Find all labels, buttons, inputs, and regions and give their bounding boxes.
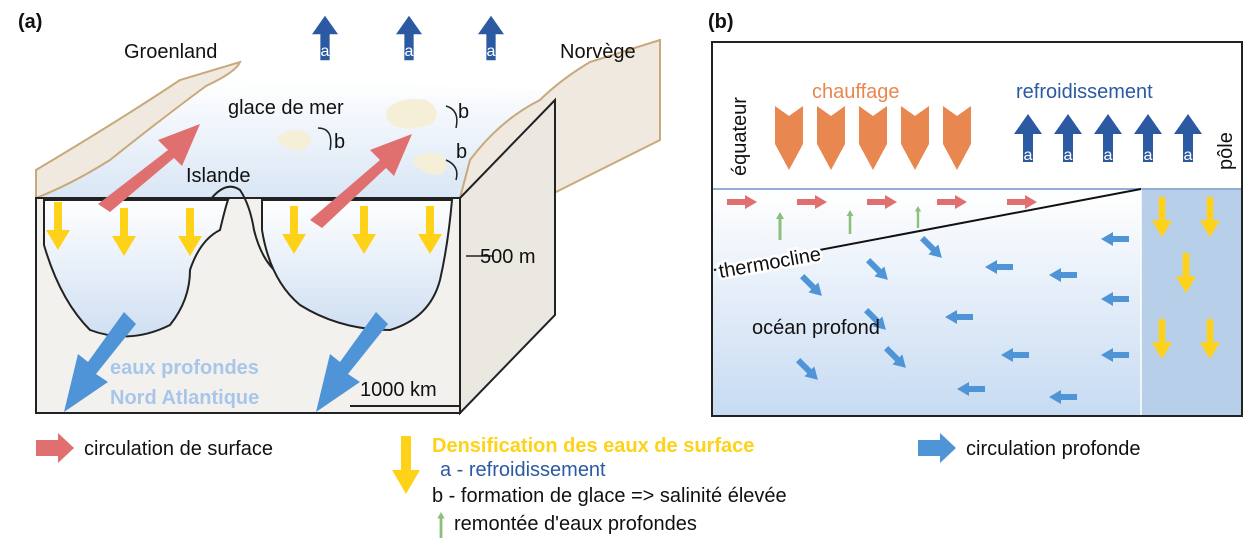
ice-marker-b: b bbox=[458, 101, 469, 123]
panel-b-tag: (b) bbox=[708, 11, 734, 33]
legend-surface-arrow bbox=[36, 433, 74, 463]
legend-deep-arrow bbox=[918, 433, 956, 463]
pole-label: pôle bbox=[1215, 132, 1237, 170]
deep-water-label-1: eaux profondes bbox=[110, 357, 259, 379]
legend: circulation de surface Densification des… bbox=[36, 433, 1141, 538]
norway-basin bbox=[261, 199, 454, 332]
ocean-body bbox=[713, 189, 1141, 415]
surface-arrow-west bbox=[98, 124, 200, 212]
surface-arrow-east bbox=[310, 134, 412, 228]
cooling-marker-a: a bbox=[1024, 147, 1033, 164]
panel-a-tag: (a) bbox=[18, 11, 42, 33]
greenland-label: Groenland bbox=[124, 41, 217, 63]
legend-surface-label: circulation de surface bbox=[84, 438, 273, 460]
cooling-marker-a: a bbox=[1104, 147, 1113, 164]
cooling-marker-a: a bbox=[1184, 147, 1193, 164]
legend-densification-title: Densification des eaux de surface bbox=[432, 435, 754, 457]
legend-item-b: b - formation de glace => salinité élevé… bbox=[432, 485, 787, 507]
deep-arrow-west bbox=[64, 312, 136, 412]
iceland-ridge bbox=[209, 185, 281, 276]
cooling-marker-a: a bbox=[1144, 147, 1153, 164]
legend-upwelling-arrow bbox=[437, 512, 445, 538]
cooling-marker-a: a bbox=[1064, 147, 1073, 164]
legend-densification-arrow bbox=[392, 436, 420, 494]
legend-deep-label: circulation profonde bbox=[966, 438, 1141, 460]
heating-label: chauffage bbox=[812, 81, 900, 103]
ice-floe-1 bbox=[276, 130, 311, 151]
scale-label: 1000 km bbox=[360, 379, 437, 401]
deep-water-label-2: Nord Atlantique bbox=[110, 387, 259, 409]
sea-ice-label: glace de mer bbox=[228, 97, 344, 119]
ice-marker-b: b bbox=[334, 131, 345, 153]
iceland-label: Islande bbox=[186, 165, 251, 187]
deep-arrow-east bbox=[316, 312, 388, 412]
legend-upwelling-label: remontée d'eaux profondes bbox=[454, 513, 697, 535]
norway-label: Norvège bbox=[560, 41, 636, 63]
thermocline-line bbox=[713, 188, 1142, 271]
cooling-marker-a: a bbox=[487, 43, 496, 60]
equator-label: équateur bbox=[729, 97, 751, 176]
panel-a: (a) a a bbox=[18, 11, 661, 416]
cooling-marker-a: a bbox=[321, 43, 330, 60]
greenland-land bbox=[35, 60, 242, 200]
ice-floe-2 bbox=[386, 99, 437, 129]
ice-floe-hook-1 bbox=[317, 127, 332, 151]
block-side bbox=[459, 97, 556, 416]
cooling-label: refroidissement bbox=[1016, 81, 1153, 103]
legend-item-a: a - refroidissement bbox=[440, 459, 606, 481]
ice-floe-hook-3 bbox=[445, 159, 458, 181]
ice-floe-3 bbox=[412, 152, 447, 175]
cooling-marker-a: a bbox=[405, 43, 414, 60]
greenland-basin bbox=[43, 199, 230, 338]
depth-label: 500 m bbox=[480, 246, 536, 268]
ice-marker-b: b bbox=[456, 141, 467, 163]
ice-floe-hook-2 bbox=[445, 105, 458, 129]
panel-b: (b) a a a a a bbox=[708, 11, 1243, 417]
deep-ocean-label: océan profond bbox=[752, 317, 880, 339]
